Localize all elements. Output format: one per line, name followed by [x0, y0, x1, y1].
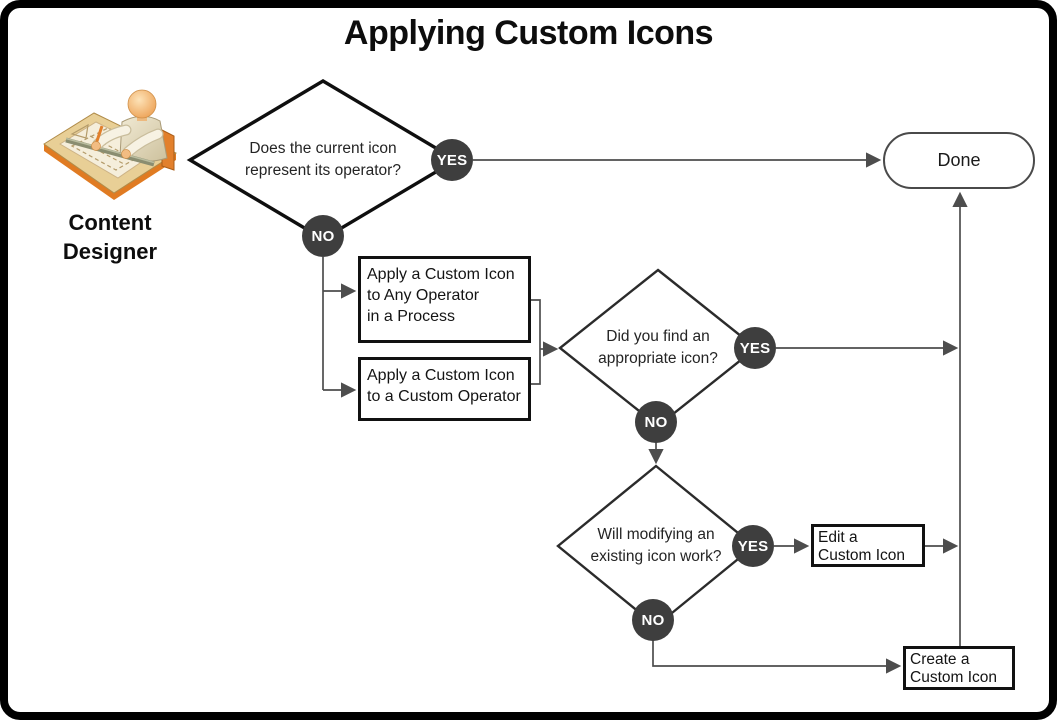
decision-modify-icon-no-badge: NO: [632, 599, 674, 641]
process-custom-operator-box: Apply a Custom Icon to a Custom Operator: [358, 357, 531, 421]
process-create-icon-box: Create a Custom Icon: [903, 646, 1015, 690]
process-edit-icon-box: Edit a Custom Icon: [811, 524, 925, 567]
decision-found-icon-no-badge: NO: [635, 401, 677, 443]
actor-label: Content Designer: [62, 210, 158, 264]
diagram-title: Applying Custom Icons: [343, 14, 714, 52]
decision-current-icon-no-badge: NO: [302, 215, 344, 257]
decision-found-icon-yes-badge: YES: [734, 327, 776, 369]
decision-modify-icon-text: Will modifying an existing icon work?: [590, 526, 722, 566]
content-designer-icon: [43, 89, 178, 200]
decision-modify-icon-yes-badge: YES: [732, 525, 774, 567]
decision-current-icon-text: Does the current icon represent its oper…: [245, 140, 401, 180]
decision-found-icon-text: Did you find an appropriate icon?: [598, 328, 718, 368]
terminator-done: Done: [883, 132, 1035, 189]
decision-current-icon-yes-badge: YES: [431, 139, 473, 181]
process-any-operator-box: Apply a Custom Icon to Any Operator in a…: [358, 256, 531, 343]
connector-boxes-merge: [531, 299, 541, 385]
connector-no3-to-create: [652, 640, 902, 674]
